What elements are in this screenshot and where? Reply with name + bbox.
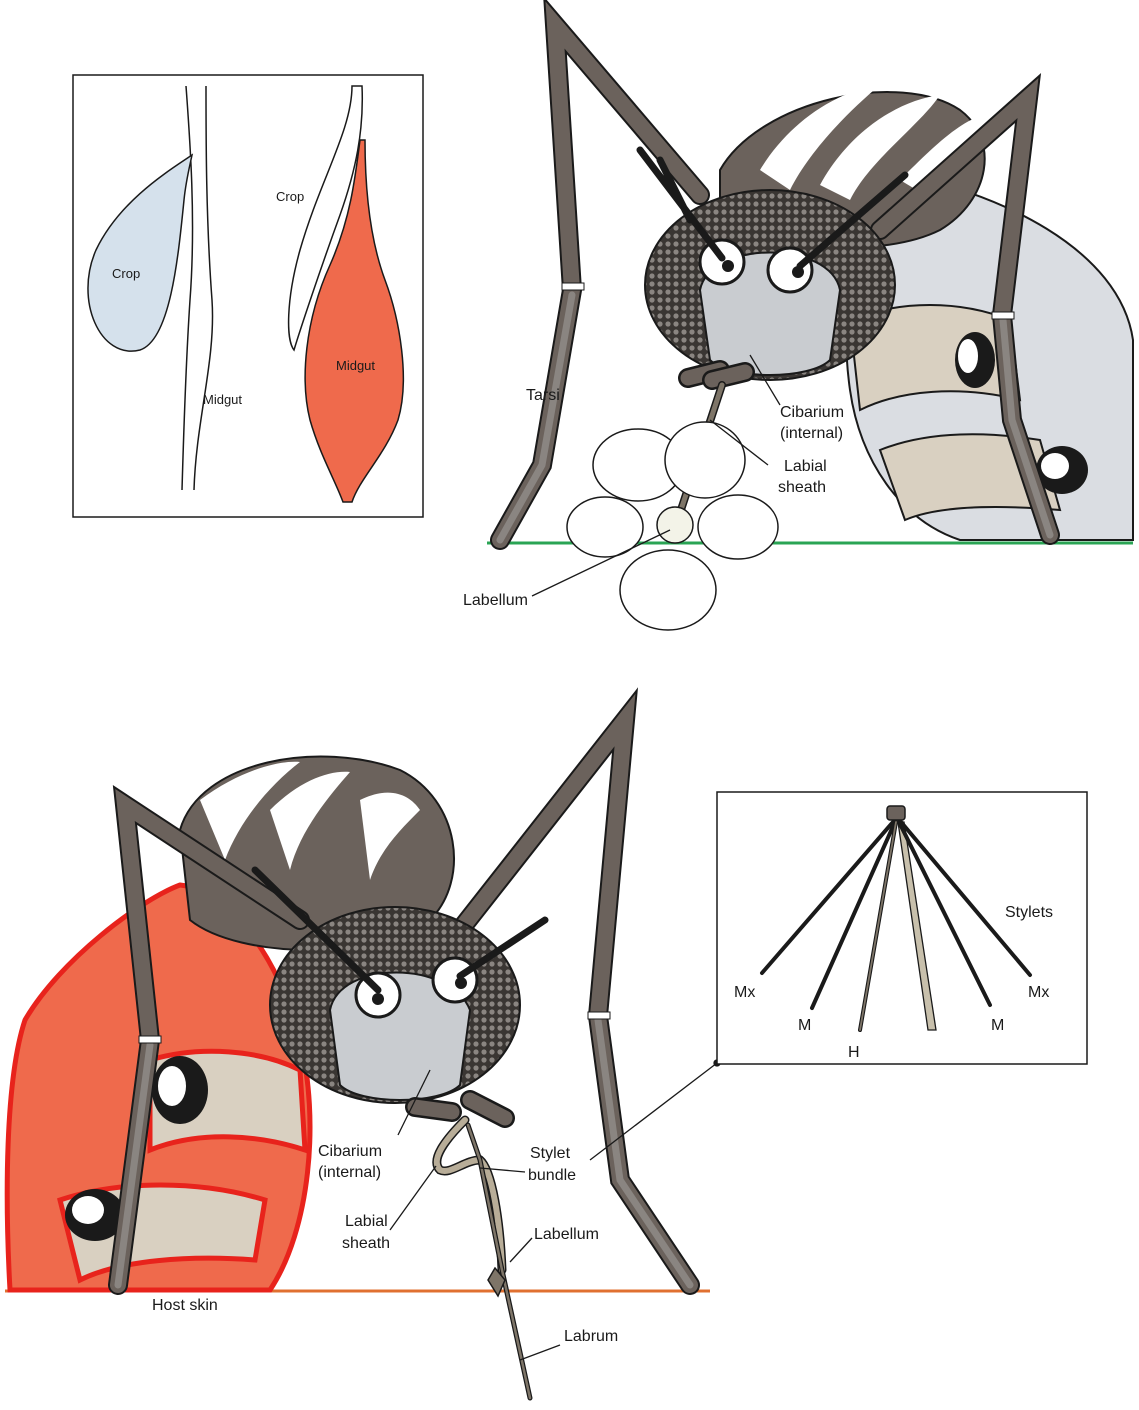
stylet-label-m-right: M <box>991 1017 1004 1034</box>
labellum-label-nectar: Labellum <box>463 592 528 609</box>
abdomen-spot-1-hl <box>958 339 978 373</box>
stylets-title: Stylets <box>1005 904 1053 921</box>
labrum-label: Labrum <box>564 1328 618 1345</box>
gut-inset: Crop Midgut Crop Midgut <box>73 75 423 517</box>
midgut-label-left: Midgut <box>203 392 242 407</box>
labial-sheath-label-nectar-2: sheath <box>778 479 826 496</box>
tarsi-label: Tarsi <box>526 387 560 404</box>
crop-label-left: Crop <box>112 266 140 281</box>
blood-feeding-scene: Cibarium (internal) Labial sheath Stylet… <box>5 720 720 1398</box>
leg-band-blood-right <box>588 1012 610 1019</box>
stylet-label-mx-left: Mx <box>734 984 755 1001</box>
leg-band-left <box>562 283 584 290</box>
stylet-label-mx-right: Mx <box>1028 984 1049 1001</box>
labial-sheath-label-nectar-1: Labial <box>784 458 827 475</box>
stylet-label-m-left: M <box>798 1017 811 1034</box>
stylet-label-h: H <box>848 1044 860 1061</box>
labellum-label-blood: Labellum <box>534 1226 599 1243</box>
eye-right-blood <box>433 958 477 1002</box>
cibarium-label-nectar-2: (internal) <box>780 425 843 442</box>
stylet-bundle-label-2: bundle <box>528 1167 576 1184</box>
labial-sheath-label-blood-1: Labial <box>345 1213 388 1230</box>
nectar-feeding-scene: Tarsi Cibarium (internal) Labial sheath … <box>463 25 1133 630</box>
midgut-label-right: Midgut <box>336 358 375 373</box>
host-skin-label: Host skin <box>152 1297 218 1314</box>
cibarium-label-blood-2: (internal) <box>318 1164 381 1181</box>
stylet-base <box>887 806 905 820</box>
leg-band-blood-left <box>139 1036 161 1043</box>
flower <box>567 422 778 630</box>
leg-band-right <box>992 312 1014 319</box>
eye-left-nectar <box>700 240 744 284</box>
stylets-inset: Stylets Mx M H M Mx <box>717 792 1087 1064</box>
eye-right-nectar <box>768 248 812 292</box>
crop-label-right: Crop <box>276 189 304 204</box>
labial-sheath-label-blood-2: sheath <box>342 1235 390 1252</box>
stylet-bundle-label-1: Stylet <box>530 1145 571 1162</box>
cibarium-label-nectar-1: Cibarium <box>780 404 844 421</box>
abdomen-spot-2-hl <box>1041 453 1069 479</box>
cibarium-label-blood-1: Cibarium <box>318 1143 382 1160</box>
